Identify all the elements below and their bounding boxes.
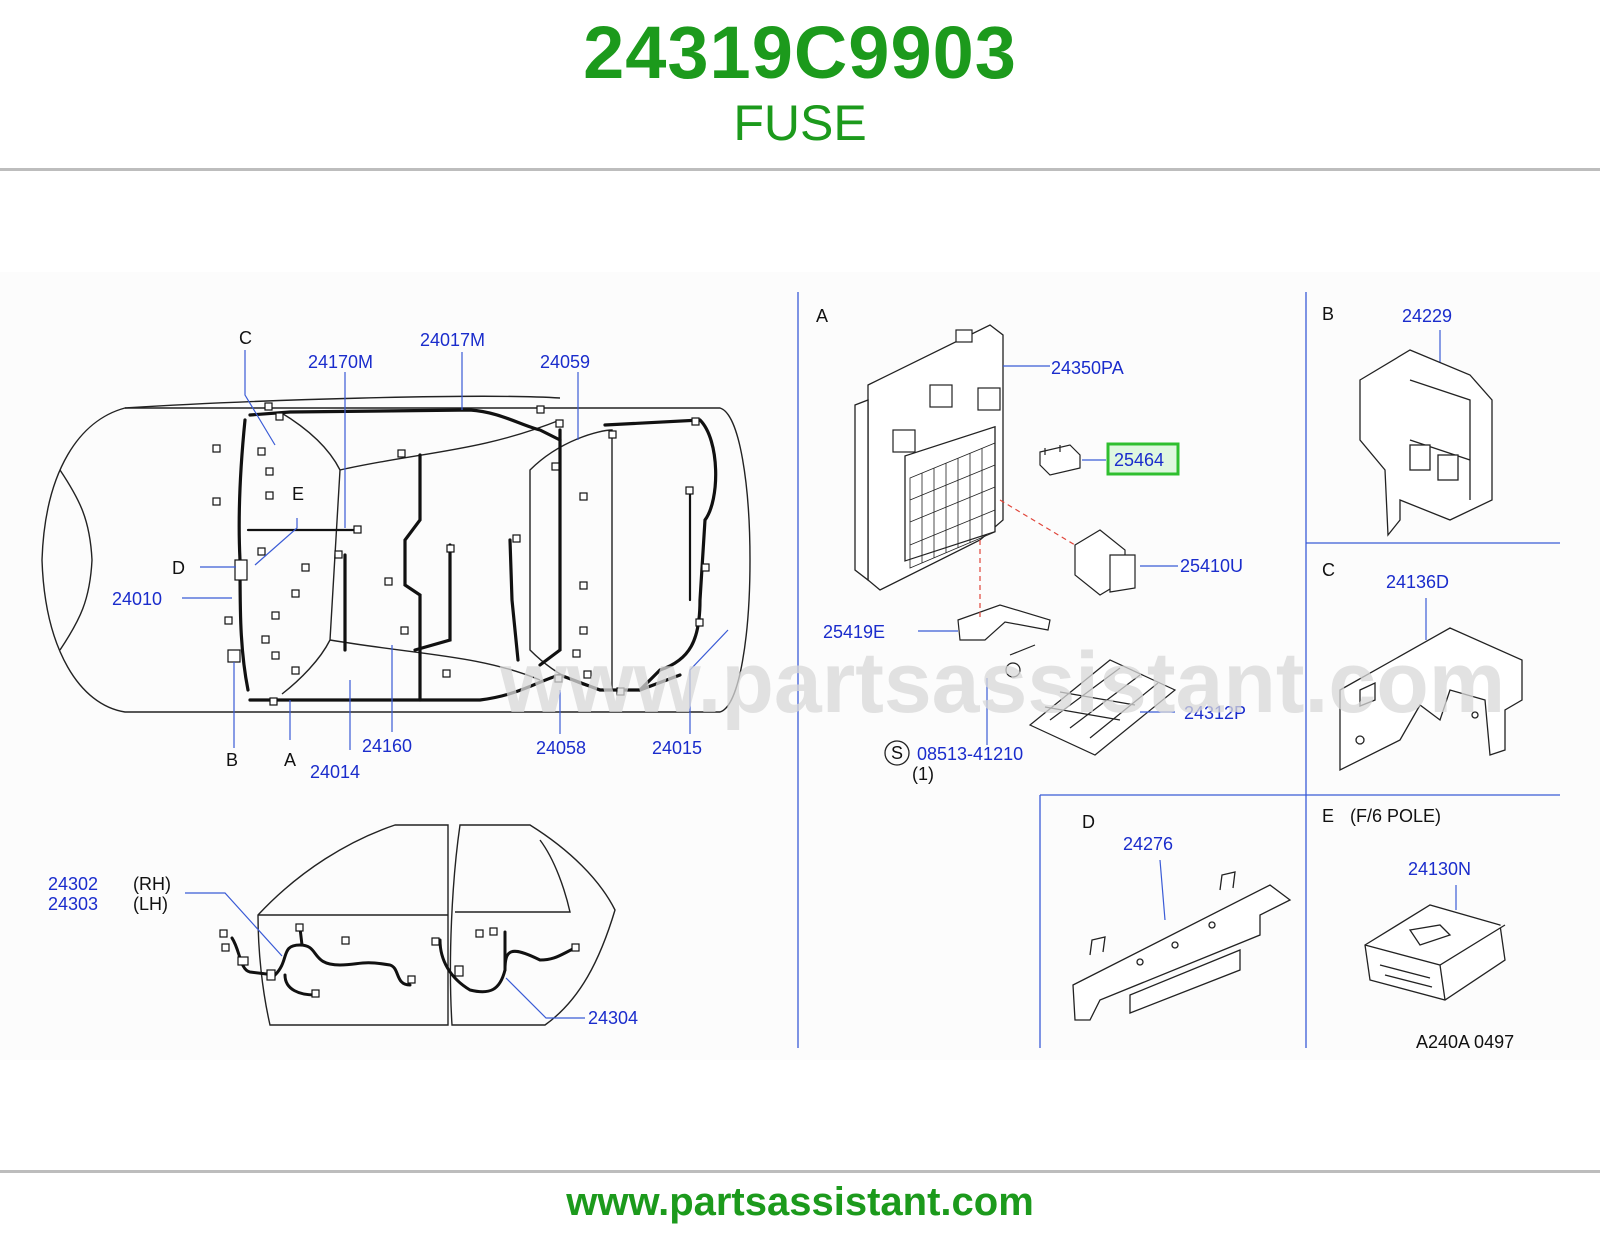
label-qty: (1) <box>912 764 934 784</box>
label-24160: 24160 <box>362 736 412 756</box>
door-harness <box>230 926 577 997</box>
callout-e: E <box>292 484 304 504</box>
footer-divider <box>0 1170 1600 1173</box>
assembly-dashed-lines <box>979 499 1076 620</box>
door-panels <box>257 824 616 1026</box>
label-lh: (LH) <box>133 894 168 914</box>
callout-c: C <box>239 328 252 348</box>
label-24350pa: 24350PA <box>1051 358 1124 378</box>
header: 24319C9903 FUSE <box>0 0 1600 168</box>
screw-symbol-circle <box>884 740 910 766</box>
relay-25410u <box>1074 529 1136 596</box>
highlight-box-25464 <box>1106 442 1180 476</box>
label-24312p: 24312P <box>1184 703 1246 723</box>
door-leader-lines <box>185 892 585 1019</box>
callout-b: B <box>226 750 238 770</box>
label-24136d: 24136D <box>1386 572 1449 592</box>
label-24303: 24303 <box>48 894 98 914</box>
reference-code: A240A 0497 <box>1416 1032 1514 1052</box>
bracket-24229 <box>1359 349 1493 537</box>
screw-08513-41210 <box>1005 644 1036 678</box>
label-24017m: 24017M <box>420 330 485 350</box>
section-d-letter: D <box>1082 812 1095 832</box>
bracket-25419e <box>957 604 1051 641</box>
label-08513-41210: 08513-41210 <box>917 744 1023 764</box>
label-24010: 24010 <box>112 589 162 609</box>
label-24058: 24058 <box>536 738 586 758</box>
section-e-note: (F/6 POLE) <box>1350 806 1441 826</box>
label-24015: 24015 <box>652 738 702 758</box>
main-harness <box>237 408 718 702</box>
part-name-subtitle: FUSE <box>733 95 867 151</box>
label-24304: 24304 <box>588 1008 638 1028</box>
label-24170m: 24170M <box>308 352 373 372</box>
bracket-24136d <box>1339 627 1523 772</box>
door-connectors <box>219 923 580 998</box>
header-divider <box>0 168 1600 171</box>
section-dividers <box>797 292 1560 1048</box>
fuse-block-24350pa <box>854 324 1004 591</box>
part-number-title: 24319C9903 <box>583 11 1017 94</box>
section-a-leaders <box>918 365 1178 745</box>
watermark-text: www.partsassistant.com <box>499 635 1505 731</box>
section-a-letter: A <box>816 306 828 326</box>
label-24130n: 24130N <box>1408 859 1471 879</box>
section-b-letter: B <box>1322 304 1334 324</box>
label-24014: 24014 <box>310 762 360 782</box>
fuse-grid <box>909 442 996 569</box>
label-24302: 24302 <box>48 874 98 894</box>
screw-symbol: S <box>891 743 903 763</box>
label-24059: 24059 <box>540 352 590 372</box>
label-25419e: 25419E <box>823 622 885 642</box>
section-c-letter: C <box>1322 560 1335 580</box>
label-rh: (RH) <box>133 874 171 894</box>
cover-24312p <box>1028 659 1177 756</box>
harness-connectors <box>212 402 710 706</box>
label-25464[interactable]: 25464 <box>1114 450 1164 470</box>
leader-24276 <box>1159 859 1166 921</box>
bracket-24276 <box>1072 871 1292 1021</box>
callout-a: A <box>284 750 296 770</box>
callout-d: D <box>172 558 185 578</box>
section-e-letter: E <box>1322 806 1334 826</box>
label-24229: 24229 <box>1402 306 1452 326</box>
fuse-25464 <box>1039 444 1081 476</box>
connector-24130n <box>1364 904 1506 1001</box>
label-25410u: 25410U <box>1180 556 1243 576</box>
car-leader-lines <box>182 350 729 750</box>
parts-diagram: C 24170M 24017M 24059 E D 24010 B A 2401… <box>0 272 1600 1060</box>
fuse-block-relays <box>892 329 1001 453</box>
footer-url-link[interactable]: www.partsassistant.com <box>566 1180 1034 1224</box>
label-24276: 24276 <box>1123 834 1173 854</box>
